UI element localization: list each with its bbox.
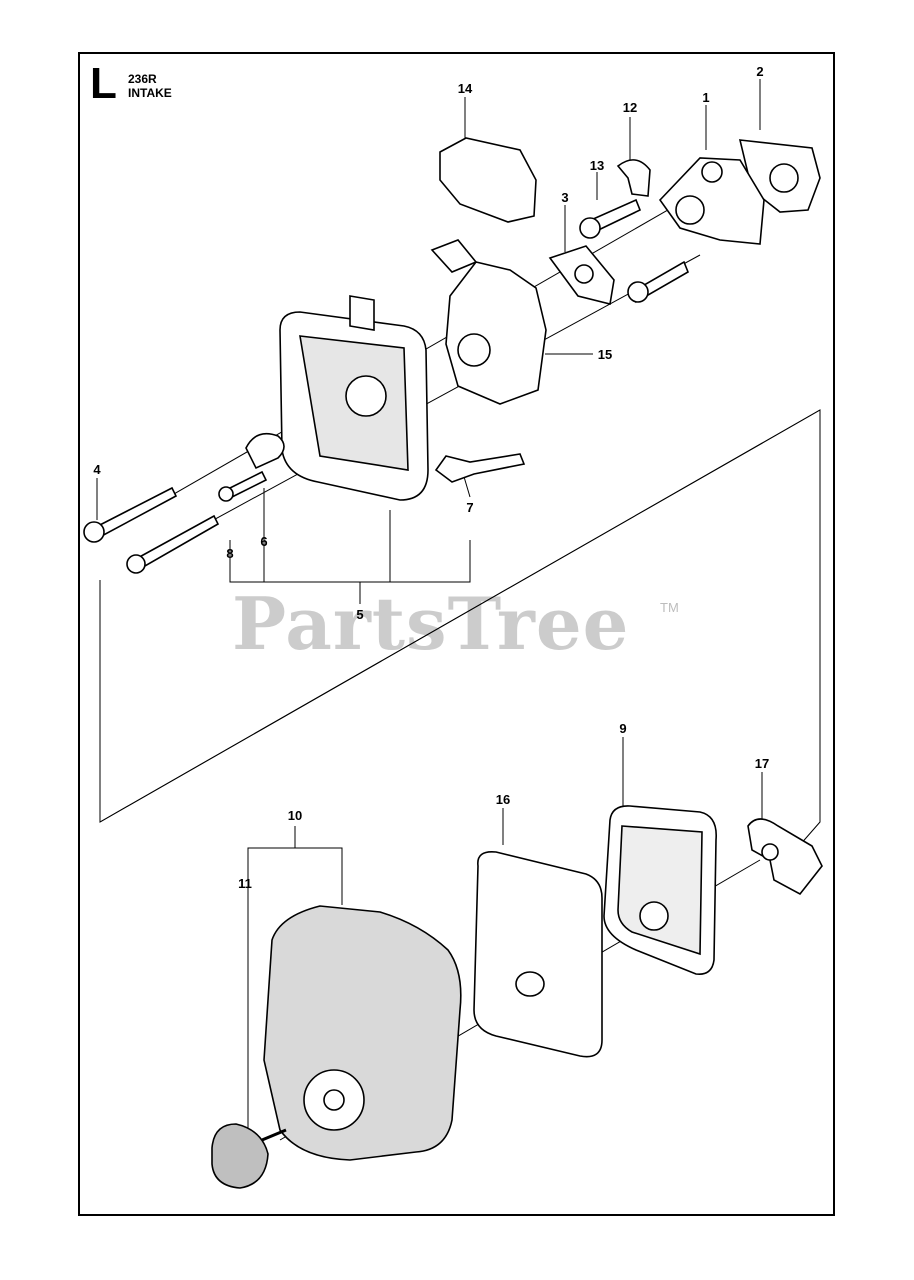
callout-8: 8 bbox=[226, 546, 233, 561]
manifold-1-port bbox=[701, 161, 723, 183]
filter-holder-5-port bbox=[345, 375, 387, 417]
callout-3: 3 bbox=[561, 190, 568, 205]
callout-16: 16 bbox=[496, 792, 510, 807]
callout-4: 4 bbox=[93, 462, 101, 477]
carburetor-15-bore bbox=[457, 333, 491, 367]
callout-15: 15 bbox=[598, 347, 612, 362]
choke-plate-6 bbox=[245, 432, 285, 470]
callout-11: 11 bbox=[238, 876, 252, 891]
callout-9: 9 bbox=[619, 721, 626, 736]
air-filter-cover-10 bbox=[263, 905, 462, 1161]
callout-17: 17 bbox=[755, 756, 769, 771]
watermark-trademark: TM bbox=[660, 600, 679, 615]
group-bracket-lower bbox=[99, 409, 821, 823]
bolt-4-head bbox=[83, 521, 105, 543]
clip-12 bbox=[616, 159, 651, 197]
bolt-4b bbox=[132, 514, 220, 572]
bolt-4b-head bbox=[126, 554, 146, 574]
gasket-2-hole bbox=[769, 163, 799, 193]
air-filter-9-mesh bbox=[617, 825, 703, 956]
watermark: PartsTree bbox=[232, 581, 630, 666]
carburetor-15 bbox=[445, 261, 547, 405]
callout-6: 6 bbox=[260, 534, 267, 549]
callout-14: 14 bbox=[458, 81, 473, 96]
carburetor-15-fitting bbox=[430, 239, 478, 273]
callout-7: 7 bbox=[466, 500, 473, 515]
callout-12: 12 bbox=[623, 100, 637, 115]
callout-13: 13 bbox=[590, 158, 604, 173]
section-label: INTAKE bbox=[128, 86, 172, 100]
air-filter-9-port bbox=[639, 901, 669, 931]
model-label: 236R bbox=[128, 72, 157, 86]
knob-11-stem bbox=[261, 1128, 287, 1142]
bracket-17 bbox=[747, 818, 823, 896]
drawing-frame bbox=[78, 52, 835, 1216]
choke-lever-7 bbox=[434, 453, 526, 483]
callout-2: 2 bbox=[756, 64, 763, 79]
knob-11 bbox=[211, 1123, 269, 1189]
bracket-5 bbox=[229, 540, 471, 583]
callout-1: 1 bbox=[702, 90, 709, 105]
bolt-4 bbox=[92, 486, 178, 540]
manifold-1-port-2 bbox=[675, 195, 705, 225]
screw-13b-head bbox=[627, 281, 649, 303]
screw-13-head bbox=[579, 217, 601, 239]
filter-element-16-hole bbox=[515, 971, 545, 997]
screw-8-head bbox=[218, 486, 234, 502]
filter-holder-5-tab bbox=[349, 295, 375, 331]
callout-5: 5 bbox=[356, 607, 363, 622]
filter-element-16 bbox=[473, 850, 603, 1058]
cover-14 bbox=[439, 137, 537, 223]
bracket-17-hole bbox=[761, 843, 779, 861]
air-filter-cover-10-port-inner bbox=[323, 1089, 345, 1111]
gasket-3-hole bbox=[574, 264, 594, 284]
callout-10: 10 bbox=[288, 808, 302, 823]
sheet-letter: L bbox=[90, 59, 117, 108]
